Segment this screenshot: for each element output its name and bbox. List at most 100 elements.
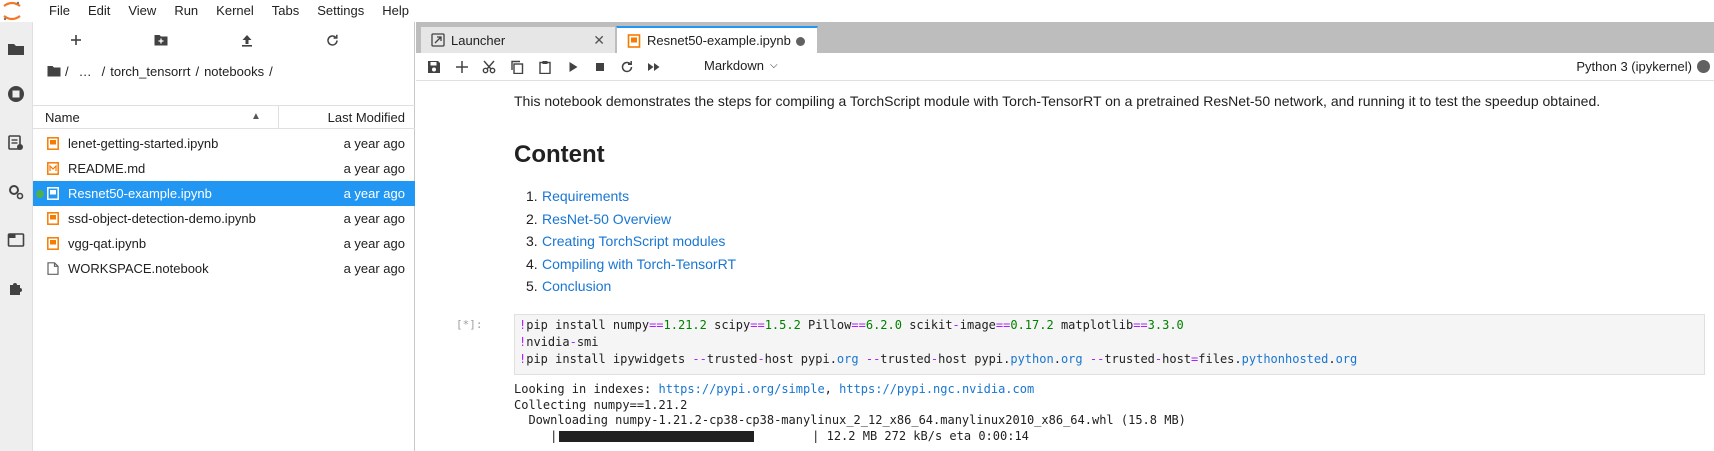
unsaved-indicator-icon[interactable] [796,37,805,46]
file-modified: a year ago [343,211,405,226]
toc-item: 1.Requirements [514,188,736,211]
code-line: !pip install ipywidgets --trusted-host p… [519,352,1358,366]
sort-ascending-icon[interactable]: ▲ [251,111,261,122]
new-launcher-icon[interactable] [66,30,86,50]
new-folder-icon[interactable] [151,30,171,50]
index-link[interactable]: https://pypi.ngc.nvidia.com [839,382,1035,396]
file-name: Resnet50-example.ipynb [68,186,212,201]
toc-item: 4.Compiling with Torch-TensorRT [514,256,736,279]
code-line: !nvidia-smi [519,335,599,349]
file-name: vgg-qat.ipynb [68,236,147,251]
toc-link[interactable]: Conclusion [542,278,612,294]
commands-icon[interactable] [5,132,27,154]
file-row[interactable]: vgg-qat.ipynb a year ago [33,231,415,256]
menu-help[interactable]: Help [382,3,409,18]
file-modified: a year ago [343,261,405,276]
jupyter-logo-icon[interactable] [0,0,40,22]
running-icon[interactable] [5,83,27,105]
run-icon[interactable] [564,58,582,76]
toc-link[interactable]: Requirements [542,188,630,204]
toc-number: 3. [526,233,538,249]
file-icon [47,262,59,275]
copy-icon[interactable] [508,58,526,76]
breadcrumb-separator: / [101,63,106,79]
fast-forward-icon[interactable] [645,58,663,76]
menu-edit[interactable]: Edit [87,3,111,18]
toc-link[interactable]: Creating TorchScript modules [542,233,726,249]
upload-icon[interactable] [237,30,257,50]
intro-paragraph: This notebook demonstrates the steps for… [514,93,1601,109]
extension-icon[interactable] [5,277,27,299]
toc-link[interactable]: ResNet-50 Overview [542,210,672,227]
file-browser: / … / torch_tensorrt / notebooks / Name … [33,22,415,451]
file-row[interactable]: WORKSPACE.notebook a year ago [33,256,415,281]
cut-icon[interactable] [480,58,498,76]
notebook-icon [47,212,59,225]
toc-item: 2.ResNet-50 Overview [514,211,736,234]
output-text: | [514,428,558,443]
name-column-header[interactable]: Name [45,110,80,125]
breadcrumb-separator: / [269,63,273,79]
notebook-icon [627,33,641,48]
output-text: , [824,382,840,396]
save-icon[interactable] [425,58,443,76]
last-modified-column-header[interactable]: Last Modified [327,110,405,125]
property-inspector-icon[interactable] [5,180,27,202]
file-modified: a year ago [343,186,405,201]
refresh-icon[interactable] [322,30,342,50]
file-row[interactable]: Resnet50-example.ipynb a year ago [33,181,415,206]
close-icon[interactable]: ✕ [593,32,605,48]
stop-icon[interactable] [591,58,609,76]
tab-resnet50-example[interactable]: Resnet50-example.ipynb [616,26,818,53]
tabs-icon[interactable] [5,229,27,251]
toc-item: 3.Creating TorchScript modules [514,233,736,256]
toc-number: 5. [526,278,538,294]
tab-launcher[interactable]: Launcher ✕ [420,26,616,53]
menu-settings[interactable]: Settings [317,3,365,18]
breadcrumb-part-notebooks[interactable]: notebooks [204,63,265,79]
column-divider[interactable] [278,106,279,128]
menu-tabs[interactable]: Tabs [271,3,300,18]
file-modified: a year ago [343,236,405,251]
menu-run[interactable]: Run [174,3,199,18]
restart-icon[interactable] [618,58,636,76]
main-area: Launcher ✕ Resnet50-example.ipynb [416,22,1714,451]
paste-icon[interactable] [536,58,554,76]
output-text: | 12.2 MB 272 kB/s eta 0:00:14 [754,428,1029,443]
menu-kernel[interactable]: Kernel [216,3,254,18]
cell-type-dropdown[interactable]: Markdown ⌵ [704,58,778,73]
toc-link[interactable]: Compiling with Torch-TensorRT [542,255,736,272]
toc-number: 2. [526,210,538,227]
file-name: lenet-getting-started.ipynb [68,136,219,151]
home-folder-icon[interactable] [47,65,61,77]
breadcrumb-part-torch-tensorrt[interactable]: torch_tensorrt [110,63,191,79]
file-name: README.md [68,161,146,176]
file-browser-toolbar [33,22,415,58]
output-text: Looking in indexes: [514,382,659,396]
code-cell[interactable]: !pip install numpy==1.21.2 scipy==1.5.2 … [514,314,1705,375]
breadcrumb-ellipsis[interactable]: … [78,63,92,79]
output-line: Collecting numpy==1.21.2 [514,397,688,412]
file-row[interactable]: ssd-object-detection-demo.ipynb a year ag… [33,206,415,231]
toc-number: 4. [526,255,538,272]
toc-item: 5.Conclusion [514,278,736,301]
tab-bar: Launcher ✕ Resnet50-example.ipynb [416,22,1714,53]
file-name: ssd-object-detection-demo.ipynb [68,211,256,226]
folder-icon[interactable] [5,38,27,60]
cell-output: Looking in indexes: https://pypi.org/sim… [514,382,1186,444]
add-cell-icon[interactable] [453,58,471,76]
menu-file[interactable]: File [49,3,70,18]
breadcrumb-root[interactable]: / [65,63,69,79]
kernel-name[interactable]: Python 3 (ipykernel) [1576,59,1692,74]
index-link[interactable]: https://pypi.org/simple [658,382,825,396]
kernel-busy-indicator-icon[interactable] [1697,60,1710,73]
tab-label: Launcher [451,32,506,48]
file-name: WORKSPACE.notebook [68,261,209,276]
menu-view[interactable]: View [128,3,157,18]
left-sidebar [0,22,33,451]
launcher-icon [431,33,445,47]
